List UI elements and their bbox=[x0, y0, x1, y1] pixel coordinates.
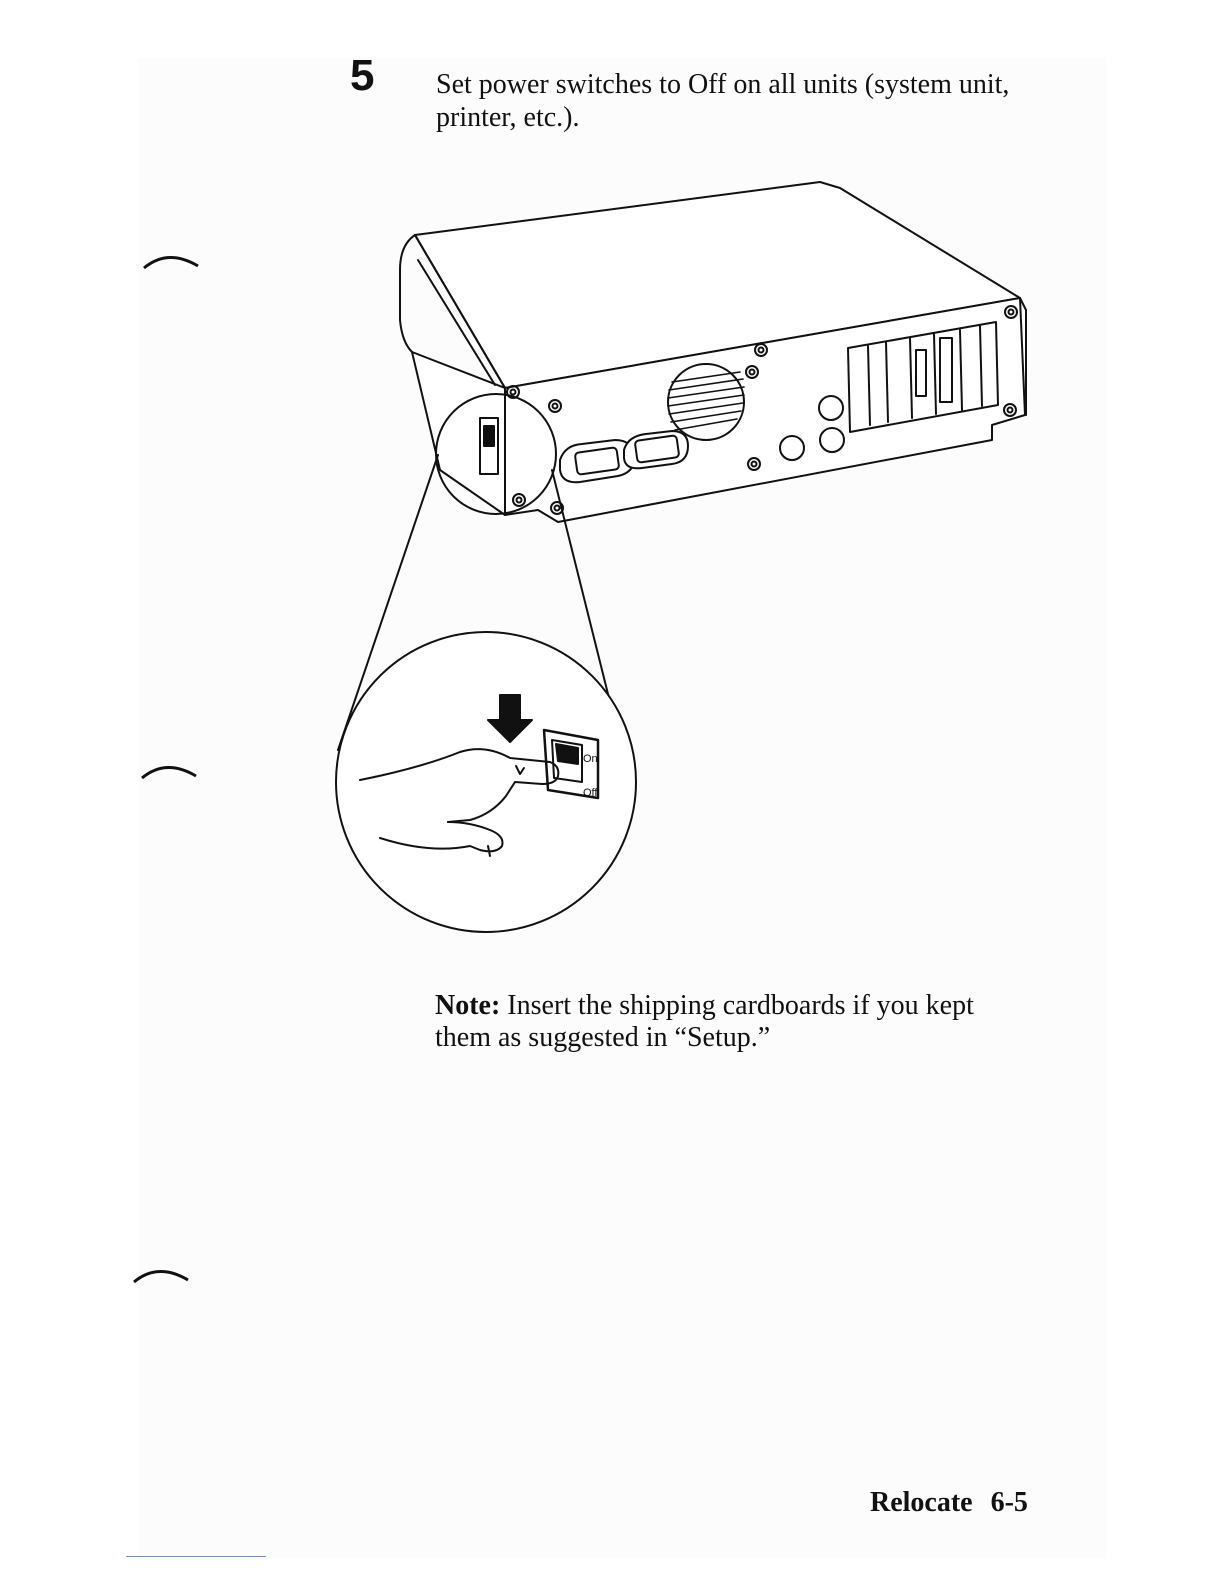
step-number: 5 bbox=[350, 48, 374, 104]
scan-edge-line bbox=[126, 1556, 266, 1557]
page-footer: Relocate 6-5 bbox=[870, 1486, 1028, 1520]
note-label: Note: bbox=[435, 990, 500, 1021]
note-paragraph: Note: Insert the shipping cardboards if … bbox=[435, 990, 995, 1054]
binder-hole-mark-top bbox=[140, 244, 200, 274]
binder-hole-mark-middle bbox=[138, 754, 198, 784]
note-text: Insert the shipping cardboards if you ke… bbox=[435, 990, 974, 1053]
switch-label-on: On bbox=[583, 753, 598, 765]
footer-section-title: Relocate bbox=[870, 1487, 973, 1518]
step-instruction: Set power switches to Off on all units (… bbox=[436, 68, 1016, 134]
switch-label-off: Off bbox=[583, 787, 598, 799]
binder-hole-mark-bottom bbox=[130, 1258, 190, 1288]
system-unit-power-switch-illustration: On Off bbox=[320, 170, 1050, 960]
footer-page-number: 6-5 bbox=[991, 1487, 1028, 1518]
